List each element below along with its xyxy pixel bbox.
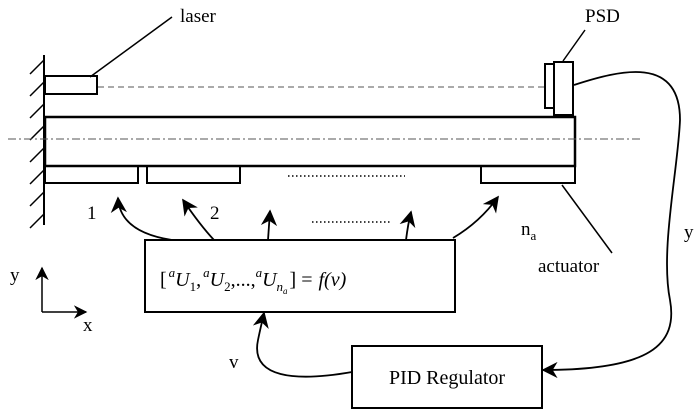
feedback-y-path <box>541 71 681 379</box>
beam <box>43 115 577 168</box>
psd-sensor <box>553 61 574 116</box>
arrow-to-actuator-3 <box>260 209 278 241</box>
laser-block <box>44 75 98 95</box>
control-law-equation: [aU1,aU2,...,aUna] =f(v) <box>160 265 347 296</box>
actuator-label: actuator <box>538 256 600 277</box>
actuator-patch-na <box>480 165 576 184</box>
pid-regulator-label: PID Regulator <box>389 367 505 389</box>
x-axis-label: x <box>83 315 93 336</box>
actuator-na-label: na <box>521 219 537 243</box>
arrow-to-actuator-1 <box>110 196 173 241</box>
actuator-leader-line <box>561 184 613 254</box>
actuator-patch-1 <box>44 165 139 184</box>
arrow-to-actuator-4 <box>399 210 416 241</box>
psd-label: PSD <box>585 6 620 27</box>
actuator-patch-2 <box>146 165 241 184</box>
signal-v-label: v <box>229 352 239 373</box>
arrow-v-signal <box>252 311 353 378</box>
psd-leader-line <box>562 29 586 62</box>
wall <box>29 55 45 229</box>
feedback-y-label: y <box>684 222 694 243</box>
y-axis-label: y <box>10 265 20 286</box>
arrow-to-actuator-2 <box>182 198 215 241</box>
arrow-to-actuator-na <box>452 195 499 239</box>
control-law-box <box>144 239 456 313</box>
actuator-two-label: 2 <box>210 203 220 224</box>
laser-label: laser <box>180 6 217 27</box>
laser-leader-line <box>89 16 173 78</box>
actuator-one-label: 1 <box>87 203 97 224</box>
psd-plate <box>544 63 555 109</box>
